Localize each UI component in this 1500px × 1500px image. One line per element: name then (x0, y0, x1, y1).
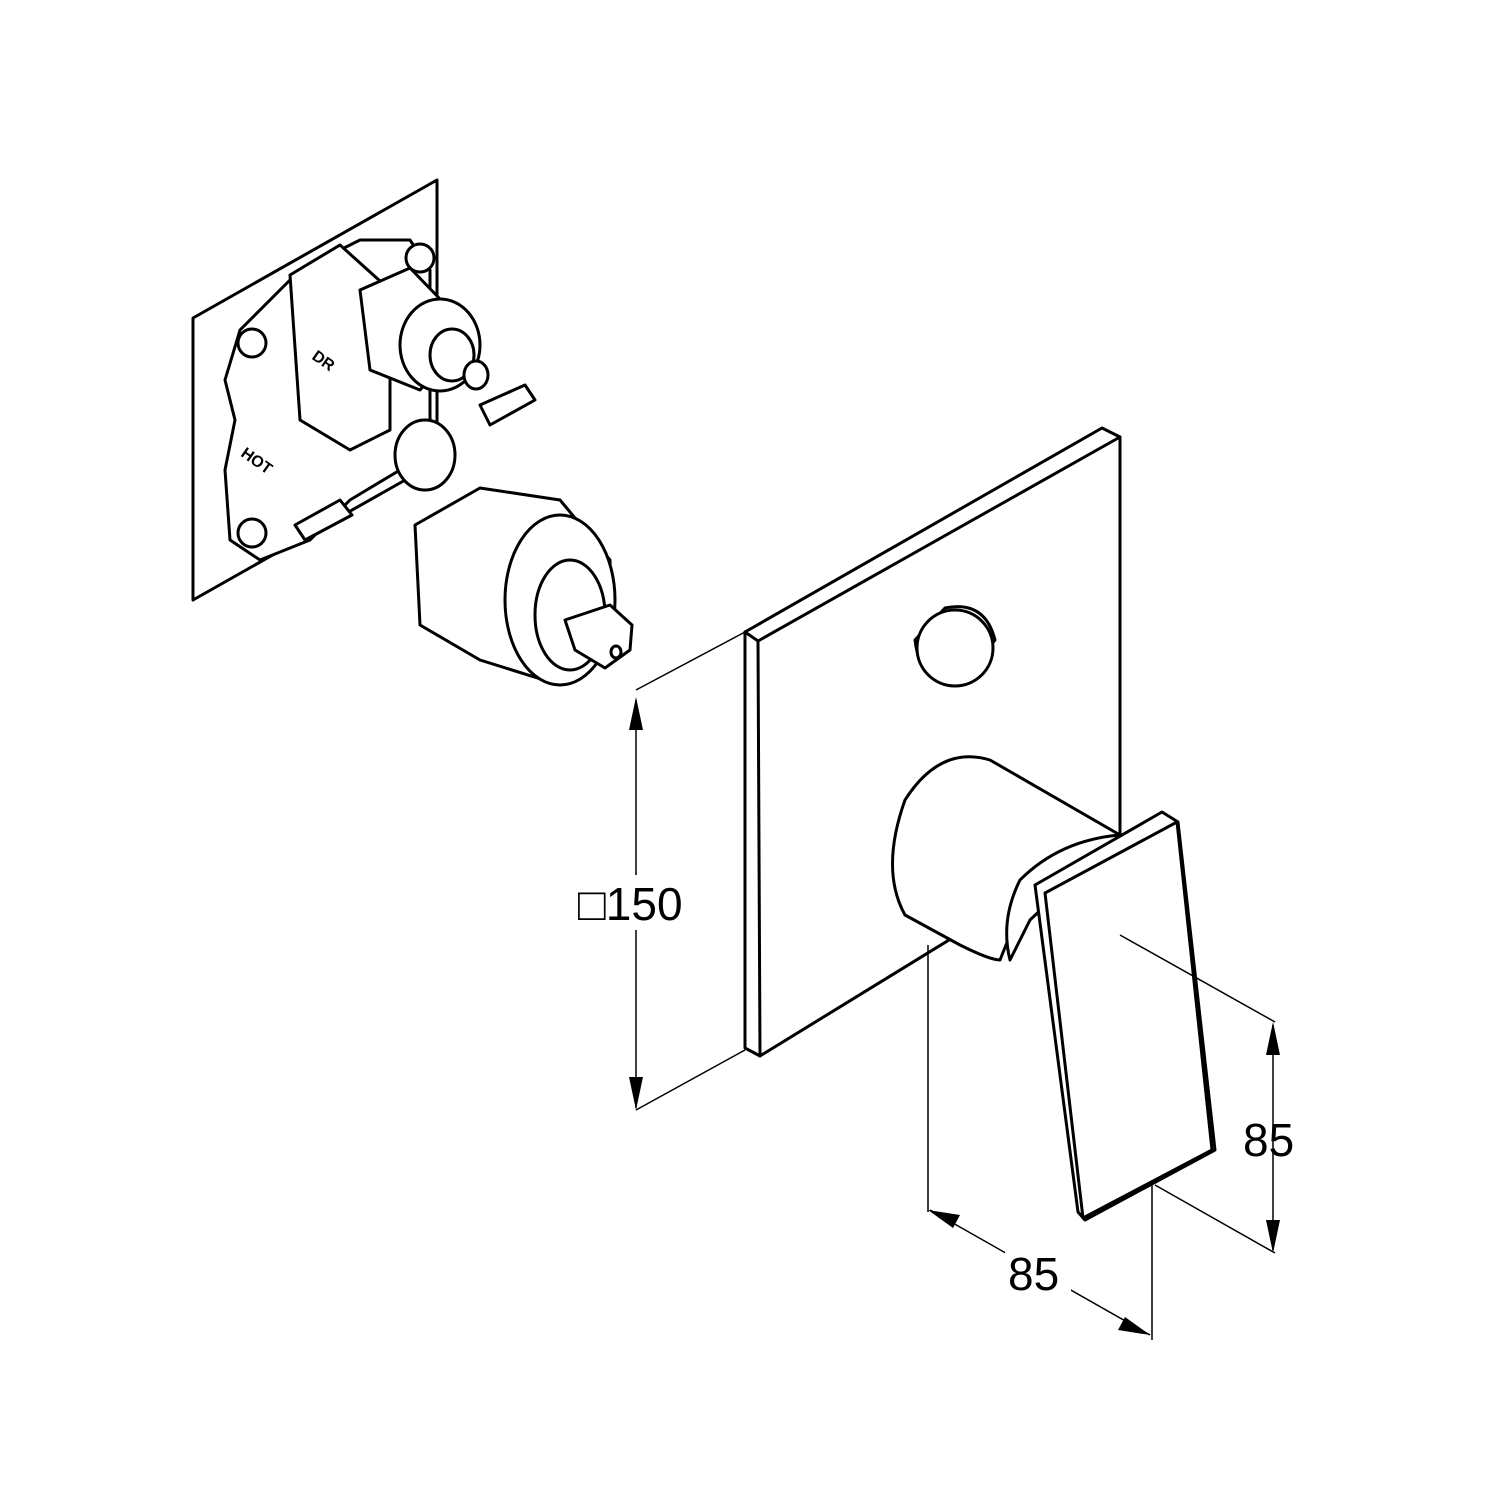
diverter-button-face (915, 608, 995, 688)
spindle-hole (609, 644, 623, 660)
handle-body (891, 755, 1122, 962)
concealed-valve-body: DR HOT (191, 178, 634, 687)
arrow-icon (629, 1077, 643, 1110)
arrow-icon (629, 697, 643, 730)
dimension-handle-height: 85 (1119, 934, 1294, 1254)
lever-handle[interactable] (891, 755, 1217, 1222)
stop-valve-knob (393, 418, 457, 492)
outlet-port-inner (428, 327, 476, 383)
mounting-screw (236, 517, 268, 549)
handle-lever (1033, 810, 1217, 1222)
diverter-button[interactable] (913, 605, 997, 688)
arrow-icon (1118, 1317, 1150, 1335)
dimension-cover-plate: □150 (575, 631, 746, 1111)
mounting-screw (404, 242, 436, 274)
dimension-handle-depth: 85 (927, 945, 1153, 1340)
arrow-icon (1266, 1220, 1280, 1253)
cartridge-spindle (563, 603, 634, 670)
arrow-icon (1266, 1022, 1280, 1055)
mounting-screw (236, 327, 268, 359)
dimension-label-150: □150 (578, 878, 683, 930)
arrow-icon (928, 1210, 960, 1228)
side-pin (293, 498, 354, 542)
outlet-nipple (462, 359, 490, 391)
dimension-label-85-height: 85 (1243, 1114, 1294, 1166)
dimension-label-85-depth: 85 (1008, 1248, 1059, 1300)
handle-lever-face (1043, 820, 1214, 1220)
side-pin (478, 383, 537, 427)
